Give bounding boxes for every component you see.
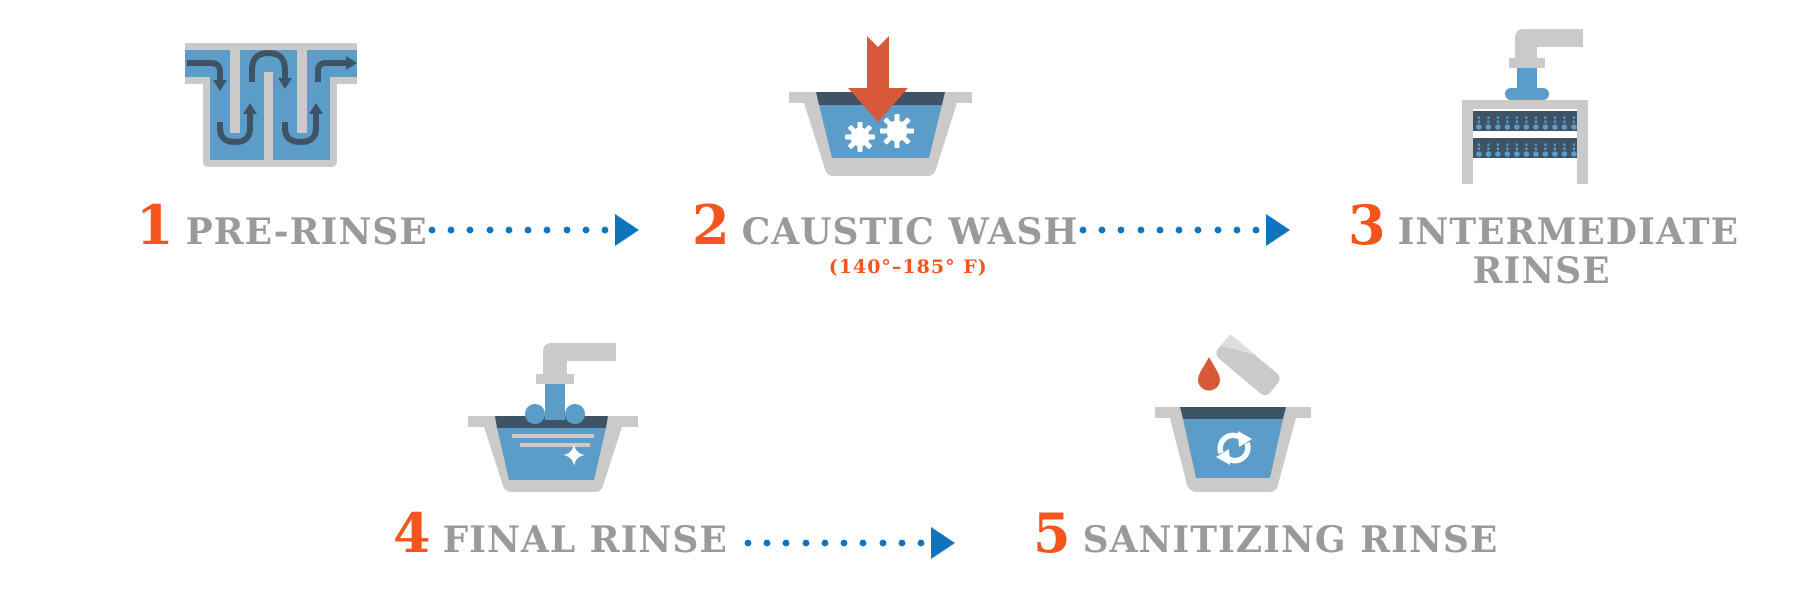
step-5-label: 5 SANITIZING RINSE bbox=[1033, 506, 1498, 560]
agitation-gear-icon bbox=[845, 114, 914, 152]
pouring-water-icon bbox=[525, 380, 585, 424]
caustic-wash-basin-icon bbox=[789, 36, 972, 176]
sanitizing-rinse-basin-icon bbox=[1155, 334, 1311, 492]
step-2-label: 2 CAUSTIC WASH (140°–185° F) bbox=[692, 198, 1078, 278]
step-title: SANITIZING RINSE bbox=[1082, 519, 1499, 561]
recirculation-loop-icon bbox=[1216, 431, 1252, 465]
step-4-label: 4 FINAL RINSE bbox=[393, 506, 728, 560]
step-number: 4 bbox=[393, 501, 431, 565]
step-title: FINAL RINSE bbox=[442, 519, 728, 561]
step-3-label: 3 INTERMEDIATE RINSE bbox=[1348, 193, 1740, 292]
step-number: 5 bbox=[1033, 501, 1071, 565]
final-rinse-faucet-icon bbox=[468, 343, 638, 492]
step-title: PRE-RINSE bbox=[185, 211, 428, 253]
intermediate-rinse-spray-icon bbox=[1462, 29, 1588, 184]
step-title: CAUSTIC WASH bbox=[741, 211, 1079, 253]
dotted-arrow-right-icon bbox=[744, 527, 955, 559]
faucet-icon bbox=[543, 343, 616, 384]
sparkle-icon bbox=[563, 444, 585, 466]
chemical-in-arrow-icon bbox=[848, 36, 908, 122]
dotted-arrow-right-icon bbox=[1079, 214, 1290, 246]
sanitizer-drop-icon bbox=[1198, 357, 1220, 391]
step-1-label: 1 PRE-RINSE bbox=[136, 198, 428, 252]
step-number: 3 bbox=[1348, 193, 1386, 257]
step-2-temperature: (140°–185° F) bbox=[828, 256, 988, 278]
sanitizer-bottle-icon bbox=[1216, 334, 1280, 395]
pre-rinse-flow-tank-icon bbox=[185, 43, 357, 167]
step-number: 2 bbox=[692, 193, 730, 257]
step-number: 1 bbox=[136, 193, 174, 257]
step-title: INTERMEDIATE RINSE bbox=[1397, 211, 1740, 292]
dotted-arrow-right-icon bbox=[428, 214, 639, 246]
